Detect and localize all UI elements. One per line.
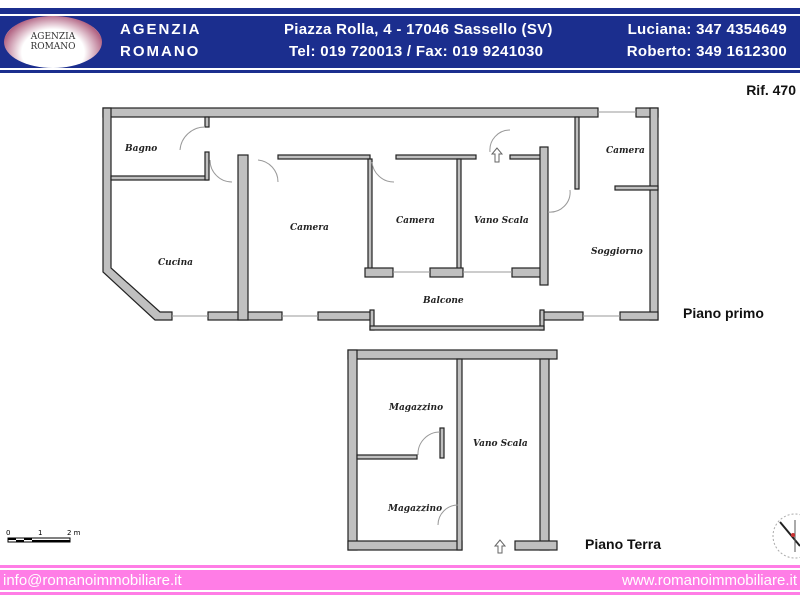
room-magazzino: Magazzino [388,403,443,413]
scale-tick: 2 m [67,529,81,537]
footer-banner: info@romanoimmobiliare.it www.romanoimmo… [0,565,800,595]
logo-text: ROMANO [30,42,76,52]
compass-rose-icon [772,513,800,559]
doors-windows [172,111,636,526]
contact-roberto: Roberto: 349 1612300 [626,43,787,60]
reference-number: Rif. 470 [746,82,796,98]
floor-label-ground: Piano Terra [585,536,661,552]
room-camera: Camera [290,223,329,233]
room-bagno: Bagno [124,144,157,154]
email-link[interactable]: info@romanoimmobiliare.it [3,572,182,589]
room-cucina: Cucina [158,258,193,268]
stair-arrow-icon [490,147,507,554]
address: Piazza Rolla, 4 - 17046 Sassello (SV) [284,21,553,38]
floor-label-first: Piano primo [683,305,764,321]
room-balcone: Balcone [422,296,464,306]
contact-luciana: Luciana: 347 4354649 [627,21,787,38]
scale-tick: 1 [38,529,42,537]
room-camera: Camera [606,146,645,156]
room-vano-scala: Vano Scala [473,439,528,449]
phone-fax: Tel: 019 720013 / Fax: 019 9241030 [289,43,544,60]
room-camera: Camera [396,216,435,226]
logo-text: AGENZIA [30,32,76,42]
website-link[interactable]: www.romanoimmobiliare.it [621,572,797,589]
agency-name: AGENZIA [120,21,202,38]
agency-name: ROMANO [120,43,201,60]
scale-bar: 0 1 2 m [6,529,81,543]
room-soggiorno: Soggiorno [591,247,643,257]
agency-logo: AGENZIA ROMANO [4,16,102,68]
room-vano-scala: Vano Scala [474,216,529,226]
room-magazzino: Magazzino [387,504,442,514]
header-banner: AGENZIA ROMANO AGENZIA ROMANO Piazza Rol… [0,8,800,73]
scale-tick: 0 [6,529,10,537]
walls [102,107,659,551]
